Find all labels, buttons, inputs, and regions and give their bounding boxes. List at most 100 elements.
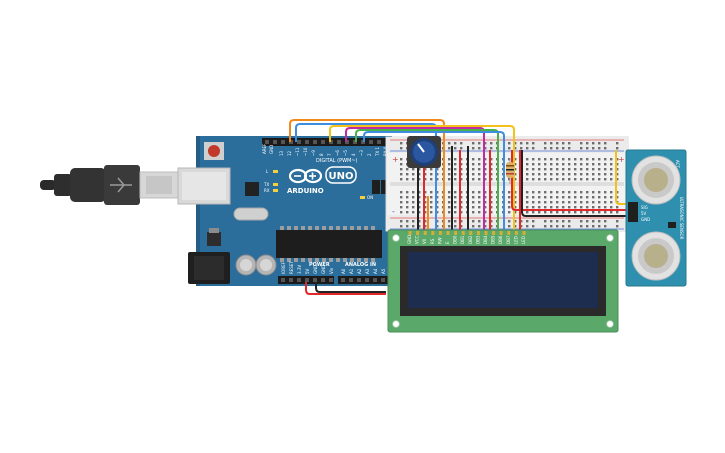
bb-hole[interactable] [568,201,571,204]
bb-hole[interactable] [610,206,613,209]
bb-hole[interactable] [514,225,517,228]
bb-hole[interactable] [574,211,577,214]
bb-hole[interactable] [478,225,481,228]
bb-hole[interactable] [532,206,535,209]
bb-hole[interactable] [406,173,409,176]
bb-hole[interactable] [514,158,517,161]
bb-hole[interactable] [586,173,589,176]
bb-hole[interactable] [472,158,475,161]
bb-hole[interactable] [526,191,529,194]
bb-hole[interactable] [556,168,559,171]
bb-hole[interactable] [472,201,475,204]
bb-hole[interactable] [568,158,571,161]
bb-hole[interactable] [592,168,595,171]
lcd-pin[interactable] [522,231,526,235]
bb-hole[interactable] [484,220,487,223]
bb-hole[interactable] [598,178,601,181]
bb-hole[interactable] [586,225,589,228]
bb-hole[interactable] [484,168,487,171]
bb-hole[interactable] [580,158,583,161]
bb-hole[interactable] [430,191,433,194]
bb-hole[interactable] [472,163,475,166]
bb-hole[interactable] [550,191,553,194]
bb-hole[interactable] [532,191,535,194]
bb-hole[interactable] [550,173,553,176]
bb-hole[interactable] [586,201,589,204]
bb-hole[interactable] [568,168,571,171]
bb-hole[interactable] [598,173,601,176]
bb-hole[interactable] [436,206,439,209]
bb-hole[interactable] [418,220,421,223]
bb-hole[interactable] [400,225,403,228]
bb-hole[interactable] [550,225,553,228]
lcd-pin[interactable] [454,231,458,235]
bb-hole[interactable] [538,211,541,214]
bb-hole[interactable] [454,147,457,150]
lcd-pin[interactable] [507,231,511,235]
bb-hole[interactable] [604,220,607,223]
bb-hole[interactable] [556,178,559,181]
lcd-pin[interactable] [469,231,473,235]
bb-hole[interactable] [538,191,541,194]
bb-hole[interactable] [400,220,403,223]
bb-hole[interactable] [556,220,559,223]
bb-hole[interactable] [490,201,493,204]
bb-hole[interactable] [538,201,541,204]
bb-hole[interactable] [400,211,403,214]
bb-hole[interactable] [586,168,589,171]
bb-hole[interactable] [586,211,589,214]
bb-hole[interactable] [514,163,517,166]
bb-hole[interactable] [616,206,619,209]
bb-hole[interactable] [544,191,547,194]
bb-hole[interactable] [604,211,607,214]
bb-hole[interactable] [598,142,601,145]
bb-hole[interactable] [562,142,565,145]
lcd-pin[interactable] [476,231,480,235]
bb-hole[interactable] [406,191,409,194]
bb-hole[interactable] [544,158,547,161]
bb-hole[interactable] [616,225,619,228]
bb-hole[interactable] [460,163,463,166]
bb-hole[interactable] [526,142,529,145]
bb-hole[interactable] [550,147,553,150]
bb-hole[interactable] [472,173,475,176]
bb-hole[interactable] [418,211,421,214]
bb-hole[interactable] [460,211,463,214]
bb-hole[interactable] [592,220,595,223]
bb-hole[interactable] [424,206,427,209]
bb-hole[interactable] [436,225,439,228]
bb-hole[interactable] [574,201,577,204]
bb-hole[interactable] [586,206,589,209]
bb-hole[interactable] [448,220,451,223]
bb-hole[interactable] [538,168,541,171]
bb-hole[interactable] [448,206,451,209]
bb-hole[interactable] [580,225,583,228]
bb-hole[interactable] [400,158,403,161]
bb-hole[interactable] [508,191,511,194]
bb-hole[interactable] [562,206,565,209]
bb-hole[interactable] [592,225,595,228]
bb-hole[interactable] [598,163,601,166]
bb-hole[interactable] [562,147,565,150]
bb-hole[interactable] [616,196,619,199]
bb-hole[interactable] [574,158,577,161]
bb-hole[interactable] [544,168,547,171]
bb-hole[interactable] [568,206,571,209]
bb-hole[interactable] [484,191,487,194]
bb-hole[interactable] [514,206,517,209]
bb-hole[interactable] [538,206,541,209]
potentiometer[interactable] [407,136,441,168]
bb-hole[interactable] [520,142,523,145]
bb-hole[interactable] [508,178,511,181]
bb-hole[interactable] [616,163,619,166]
bb-hole[interactable] [526,220,529,223]
bb-hole[interactable] [454,201,457,204]
bb-hole[interactable] [604,168,607,171]
bb-hole[interactable] [436,178,439,181]
bb-hole[interactable] [544,163,547,166]
bb-hole[interactable] [448,225,451,228]
bb-hole[interactable] [490,191,493,194]
bb-hole[interactable] [616,220,619,223]
bb-hole[interactable] [556,211,559,214]
